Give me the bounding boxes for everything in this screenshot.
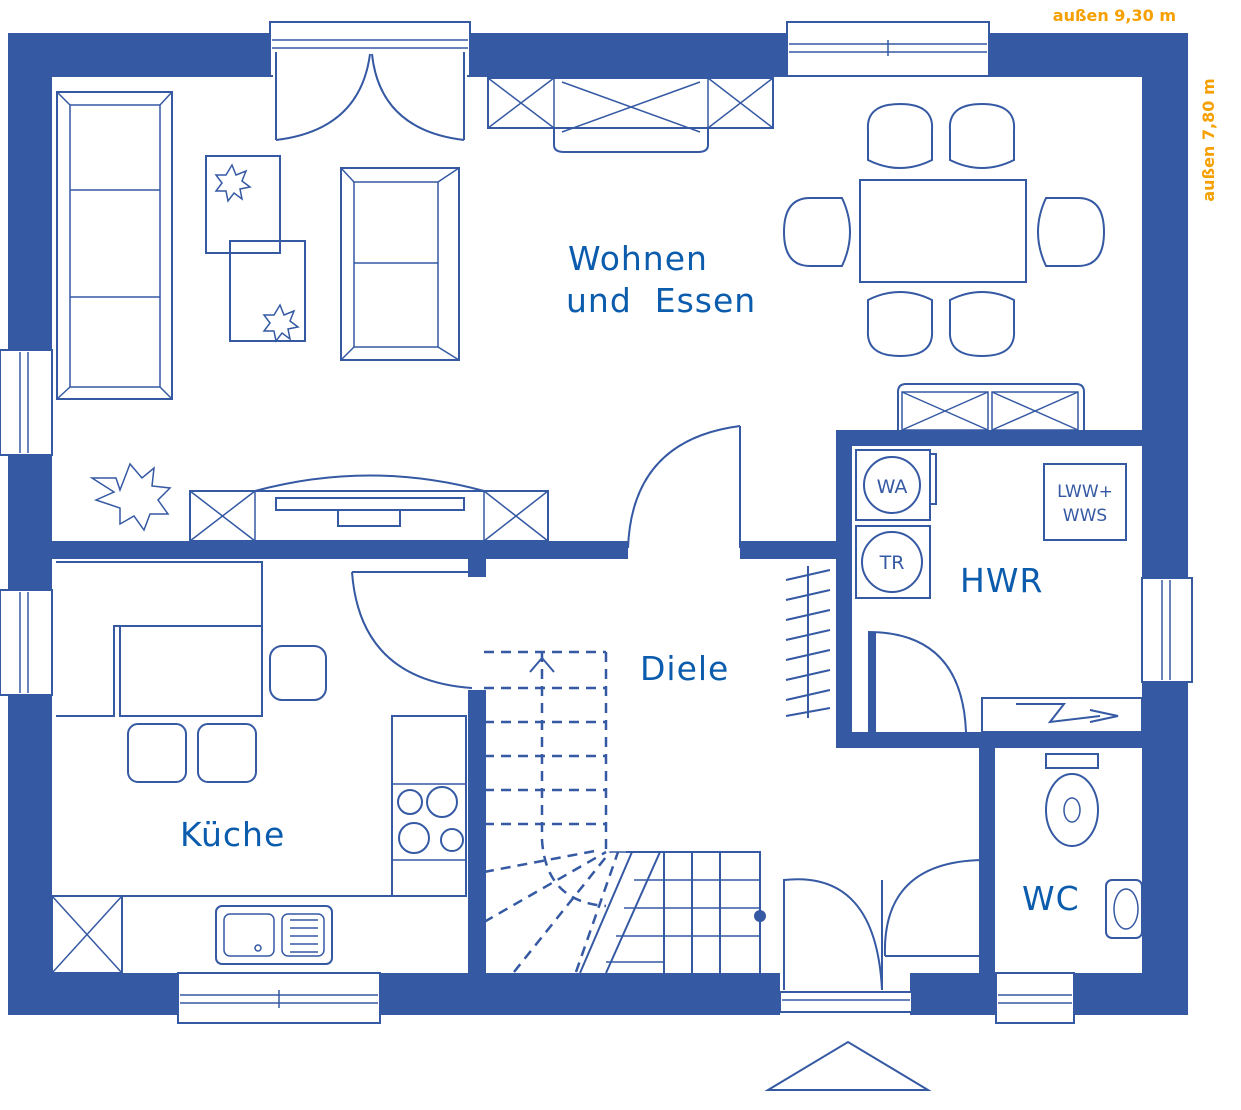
- dryer-label: TR: [879, 552, 905, 574]
- room-label-wc: WC: [1022, 879, 1080, 918]
- coat-rack: [785, 566, 831, 718]
- room-label-dining: und Essen: [566, 281, 756, 320]
- room-label-hall: Diele: [640, 649, 729, 688]
- sofa-right: [340, 167, 460, 361]
- staircase: [483, 650, 766, 974]
- room-label-living: Wohnen: [568, 239, 708, 278]
- heating-label-1: LWW+: [1057, 482, 1113, 502]
- plant: [89, 462, 172, 532]
- tv-cabinet: [189, 474, 549, 542]
- heating-label-2: WWS: [1063, 506, 1107, 526]
- dining-set: [782, 102, 1106, 358]
- depth-dimension-label: außen 7,80 m: [1199, 78, 1218, 201]
- width-dimension-label: außen 9,30 m: [1053, 6, 1176, 25]
- sofa-left: [56, 91, 173, 400]
- interior-walls: [52, 430, 1142, 975]
- kitchen-furniture: [51, 561, 467, 974]
- door-swings: [351, 425, 983, 957]
- coffee-tables: [205, 155, 306, 343]
- sideboard-top: [487, 77, 774, 153]
- cabinet-hwr-top: [897, 383, 1085, 431]
- windows: [0, 21, 1193, 1024]
- entrance-door: [779, 878, 913, 1015]
- washer-label: WA: [877, 476, 908, 498]
- room-label-kitchen: Küche: [180, 815, 285, 854]
- wc-fixtures: [1045, 753, 1143, 939]
- hwr-appliances: [855, 449, 1143, 733]
- terrace-doors: [273, 52, 467, 145]
- entrance-marker: [764, 1040, 932, 1091]
- room-label-utility: HWR: [960, 561, 1043, 600]
